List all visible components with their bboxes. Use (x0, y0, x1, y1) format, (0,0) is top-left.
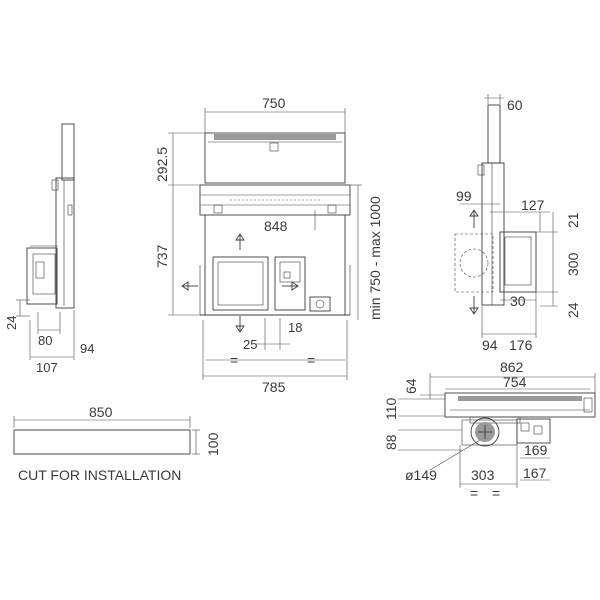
dim-front-range: min 750 - max 1000 (367, 196, 383, 320)
dim-right-127: 127 (521, 197, 545, 213)
dim-right-94: 94 (482, 337, 498, 353)
dim-right-99: 99 (456, 188, 472, 204)
dim-front-848: 848 (264, 218, 288, 234)
dim-top-64: 64 (403, 378, 419, 394)
left-side-view (16, 123, 75, 360)
front-view (168, 108, 362, 380)
equal-mark-front-right: = (307, 352, 315, 368)
dim-cut-850: 850 (89, 404, 113, 420)
dim-left-80: 80 (38, 333, 52, 348)
dim-front-750: 750 (262, 95, 286, 111)
dim-left-24: 24 (4, 316, 19, 330)
right-side-view (454, 94, 558, 338)
dim-top-88: 88 (383, 434, 399, 450)
dim-right-21: 21 (565, 212, 581, 228)
dim-right-176: 176 (509, 337, 533, 353)
dim-front-18: 18 (288, 320, 302, 335)
dim-cut-100: 100 (205, 432, 221, 456)
dim-front-292-5: 292.5 (154, 147, 170, 182)
dim-front-737: 737 (154, 244, 170, 268)
dim-right-60: 60 (507, 97, 523, 113)
top-view (398, 373, 596, 488)
dim-top-754: 754 (503, 374, 527, 390)
dim-front-785: 785 (262, 379, 286, 395)
cut-label: CUT FOR INSTALLATION (18, 467, 181, 483)
dim-top-303: 303 (471, 467, 495, 483)
dim-left-94: 94 (80, 341, 94, 356)
equal-mark-top-right: = (492, 485, 500, 501)
equal-mark-front-left: = (230, 352, 238, 368)
dim-right-24: 24 (565, 302, 581, 318)
dim-front-25: 25 (243, 337, 257, 352)
cut-outline (13, 416, 200, 455)
dim-top-862: 862 (500, 359, 524, 375)
dim-right-30: 30 (510, 293, 526, 309)
dim-left-107: 107 (36, 360, 58, 375)
dim-top-110: 110 (383, 397, 399, 420)
dim-top-169: 169 (524, 442, 548, 458)
dim-right-300: 300 (565, 252, 581, 276)
dim-top-149: ø149 (405, 467, 437, 483)
dim-top-167: 167 (523, 465, 547, 481)
equal-mark-top-left: = (470, 485, 478, 501)
